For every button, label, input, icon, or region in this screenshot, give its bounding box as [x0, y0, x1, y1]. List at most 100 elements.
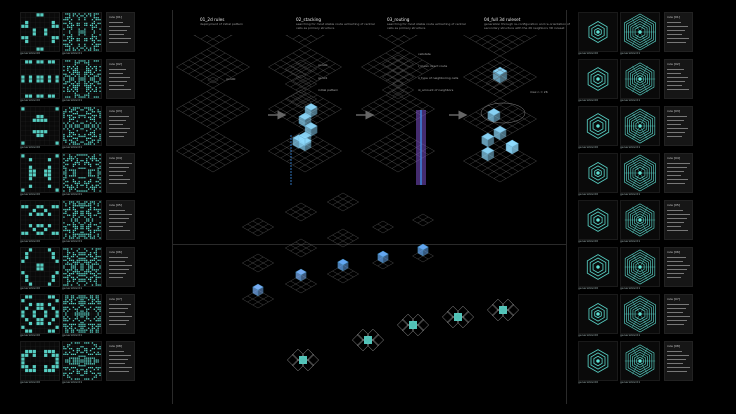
- rule-text-line: [667, 324, 684, 325]
- right-row-0-gen01-pattern: [620, 12, 660, 52]
- right-row-0-gen00-pattern: [578, 12, 618, 52]
- rule-text-line: [667, 171, 684, 172]
- rule-label: rule [07]: [667, 297, 680, 301]
- right-row-5-gen00-pattern: [578, 247, 618, 287]
- rule-text-line: [109, 359, 128, 360]
- right-row-1-gen00-pattern: [578, 59, 618, 99]
- stage-1-gen-label: gen00: [226, 77, 236, 81]
- right-row-1-gen01-pattern: [620, 59, 660, 99]
- left-row-4-gen00-pattern: [20, 200, 60, 240]
- lower-cluster-core-1: [295, 268, 307, 282]
- right-row-1-gen-label-0: generation00: [578, 98, 599, 102]
- rule-text-line: [109, 132, 127, 133]
- left-row-2-gen01-pattern: [62, 106, 102, 146]
- rule-text-line: [109, 312, 125, 313]
- stage-4-cube-5: [481, 146, 495, 162]
- rule-text-line: [109, 30, 127, 31]
- stage-2-layer-c: [285, 89, 317, 109]
- rule-text-line: [667, 132, 685, 133]
- right-row-2-gen-label-0: generation00: [578, 145, 599, 149]
- rule-text-line: [109, 69, 126, 70]
- stage-1-title: 01_2d rules: [200, 17, 225, 22]
- lower-rosette-3: [442, 305, 474, 329]
- left-row-0-gen-label-1: generation01: [62, 51, 83, 55]
- right-row-6-rule-card: rule [07]: [664, 294, 693, 334]
- left-row-1-rule-card: rule [02]: [106, 59, 135, 99]
- left-row-6-gen-label-1: generation01: [62, 333, 83, 337]
- rule-text-line: [667, 257, 686, 258]
- rule-label: rule [03]: [109, 109, 122, 113]
- left-row-7-gen01-pattern: [62, 341, 102, 381]
- left-row-4-rule-card: rule [05]: [106, 200, 135, 240]
- rule-text-line: [109, 38, 131, 39]
- rule-text-line: [109, 210, 125, 211]
- rule-text-line: [109, 175, 123, 176]
- right-row-7-gen00-pattern: [578, 341, 618, 381]
- rule-label: rule [05]: [109, 203, 122, 207]
- stage-2-subtitle: searching for most stable route extracti…: [296, 22, 375, 30]
- rule-text-line: [667, 89, 689, 90]
- rule-text-line: [109, 363, 125, 364]
- stage-2-initial-label: initial pattern: [318, 88, 339, 92]
- rule-text-line: [667, 128, 688, 129]
- left-row-7-gen00-pattern: [20, 341, 60, 381]
- right-row-4-gen01-pattern: [620, 200, 660, 240]
- rule-text-line: [667, 308, 686, 309]
- rule-text-line: [109, 277, 123, 278]
- stage-1-subtitle: deployment of initial pattern: [200, 22, 243, 26]
- right-row-2-rule-card: rule [03]: [664, 106, 693, 146]
- lower-cluster-core-3: [377, 250, 389, 264]
- left-row-3-rule-card: rule [04]: [106, 153, 135, 193]
- rule-text-line: [667, 69, 684, 70]
- rule-text-line: [109, 34, 124, 35]
- rule-label: rule [01]: [109, 15, 122, 19]
- rule-text-line: [667, 38, 689, 39]
- rule-text-line: [667, 261, 683, 262]
- rule-text-line: [109, 171, 126, 172]
- rule-text-line: [667, 359, 686, 360]
- rule-label: rule [06]: [109, 250, 122, 254]
- stage-1-stack: [176, 35, 250, 173]
- right-row-4-gen-label-1: generation01: [620, 239, 641, 243]
- lower-rosette-0: [287, 348, 319, 372]
- rule-text-line: [667, 351, 682, 352]
- left-row-1-gen-label-1: generation01: [62, 98, 83, 102]
- rule-text-line: [109, 324, 126, 325]
- rule-text-line: [109, 26, 130, 27]
- right-row-3-gen-label-1: generation01: [620, 192, 641, 196]
- left-row-5-gen-label-0: generation00: [20, 286, 41, 290]
- rule-text-line: [109, 226, 123, 227]
- rule-text-line: [109, 351, 124, 352]
- right-row-6-gen00-pattern: [578, 294, 618, 334]
- lower-rosette-2: [397, 313, 429, 337]
- rule-text-line: [667, 371, 687, 372]
- stage-4-title: 04_full 3d ruleset: [484, 17, 521, 22]
- rule-text-line: [109, 73, 123, 74]
- left-row-0-gen01-pattern: [62, 12, 102, 52]
- left-row-7-rule-card: rule [08]: [106, 341, 135, 381]
- stage-3-subtitle: searching for most stable route extracti…: [387, 22, 466, 30]
- lower-cluster-grid-2: [327, 192, 359, 284]
- stage-2-gen00-label: gen00: [318, 63, 328, 67]
- left-row-6-gen01-pattern: [62, 294, 102, 334]
- stage-4-cube-4: [505, 139, 519, 155]
- stage-3-stack: [361, 35, 435, 173]
- stage-4-stack: [463, 35, 537, 183]
- stage-2-highlight-cube-5: [304, 103, 318, 118]
- rule-text-line: [667, 316, 690, 317]
- left-row-6-gen-label-0: generation00: [20, 333, 41, 337]
- rule-label: rule [05]: [667, 203, 680, 207]
- stage-4-subtitle: generation through re-configuration and …: [484, 22, 570, 30]
- rule-label: rule [08]: [109, 344, 122, 348]
- rule-text-line: [667, 355, 689, 356]
- rule-text-line: [667, 26, 688, 27]
- rule-text-line: [109, 269, 129, 270]
- right-row-5-gen01-pattern: [620, 247, 660, 287]
- rule-text-line: [109, 316, 132, 317]
- rule-text-line: [109, 308, 128, 309]
- rule-text-line: [109, 22, 123, 23]
- rule-text-line: [109, 265, 132, 266]
- rule-text-line: [109, 371, 129, 372]
- right-row-6-gen01-pattern: [620, 294, 660, 334]
- rule-text-line: [667, 265, 690, 266]
